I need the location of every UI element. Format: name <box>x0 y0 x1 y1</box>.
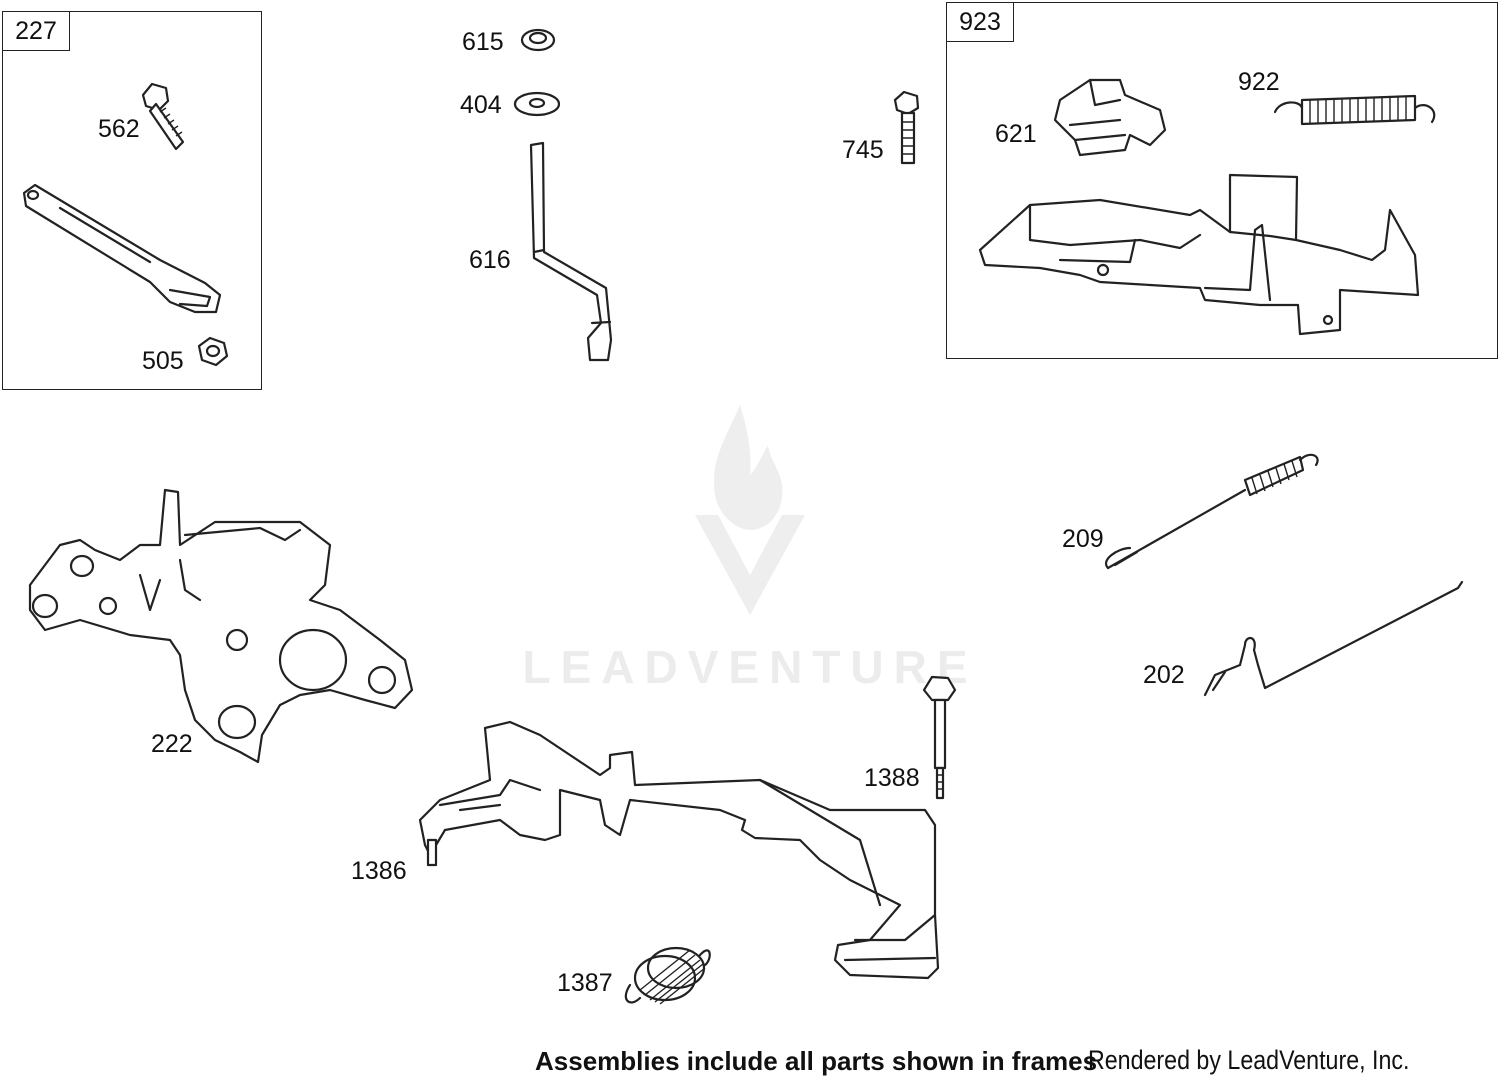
frame-923: 923 <box>946 2 1498 359</box>
part-209-spring-link[interactable] <box>1105 453 1319 570</box>
callout-202: 202 <box>1143 661 1185 689</box>
callout-222: 222 <box>151 730 193 758</box>
frame-227: 227 <box>2 11 262 390</box>
watermark-text: LEADVENTURE <box>522 641 978 693</box>
callout-1388: 1388 <box>864 764 920 792</box>
part-404-washer[interactable] <box>513 91 561 117</box>
part-202-link-wire[interactable] <box>1203 580 1464 697</box>
part-562-bolt[interactable] <box>141 82 185 151</box>
part-1388-bolt[interactable] <box>922 675 957 800</box>
part-1386-control-lever[interactable] <box>418 720 940 980</box>
part-923-bracket[interactable] <box>978 173 1420 336</box>
footer-credit: Rendered by LeadVenture, Inc. <box>1088 1045 1410 1075</box>
callout-209: 209 <box>1062 525 1104 553</box>
part-222-governor-plate[interactable] <box>28 488 414 764</box>
callout-922: 922 <box>1238 68 1280 96</box>
footer-assemblies-note: Assemblies include all parts shown in fr… <box>535 1046 1098 1076</box>
frame-tag-923: 923 <box>946 2 1014 42</box>
part-615-cap[interactable] <box>520 28 556 52</box>
part-1387-spring[interactable] <box>624 946 711 1005</box>
frame-tag-227: 227 <box>2 11 70 51</box>
part-922-spring[interactable] <box>1273 94 1436 126</box>
callout-616: 616 <box>469 246 511 274</box>
part-621-clip[interactable] <box>1053 78 1167 157</box>
callout-404: 404 <box>460 91 502 119</box>
callout-1386: 1386 <box>351 857 407 885</box>
part-616-shaft[interactable] <box>529 141 613 362</box>
watermark-logo-icon <box>695 405 805 615</box>
callout-615: 615 <box>462 28 504 56</box>
callout-505: 505 <box>142 347 184 375</box>
callout-1387: 1387 <box>557 969 613 997</box>
callout-562: 562 <box>98 115 140 143</box>
callout-621: 621 <box>995 120 1037 148</box>
part-745-bolt[interactable] <box>893 90 920 165</box>
callout-745: 745 <box>842 136 884 164</box>
part-505-nut[interactable] <box>197 336 229 367</box>
part-227-lever[interactable] <box>22 183 222 314</box>
